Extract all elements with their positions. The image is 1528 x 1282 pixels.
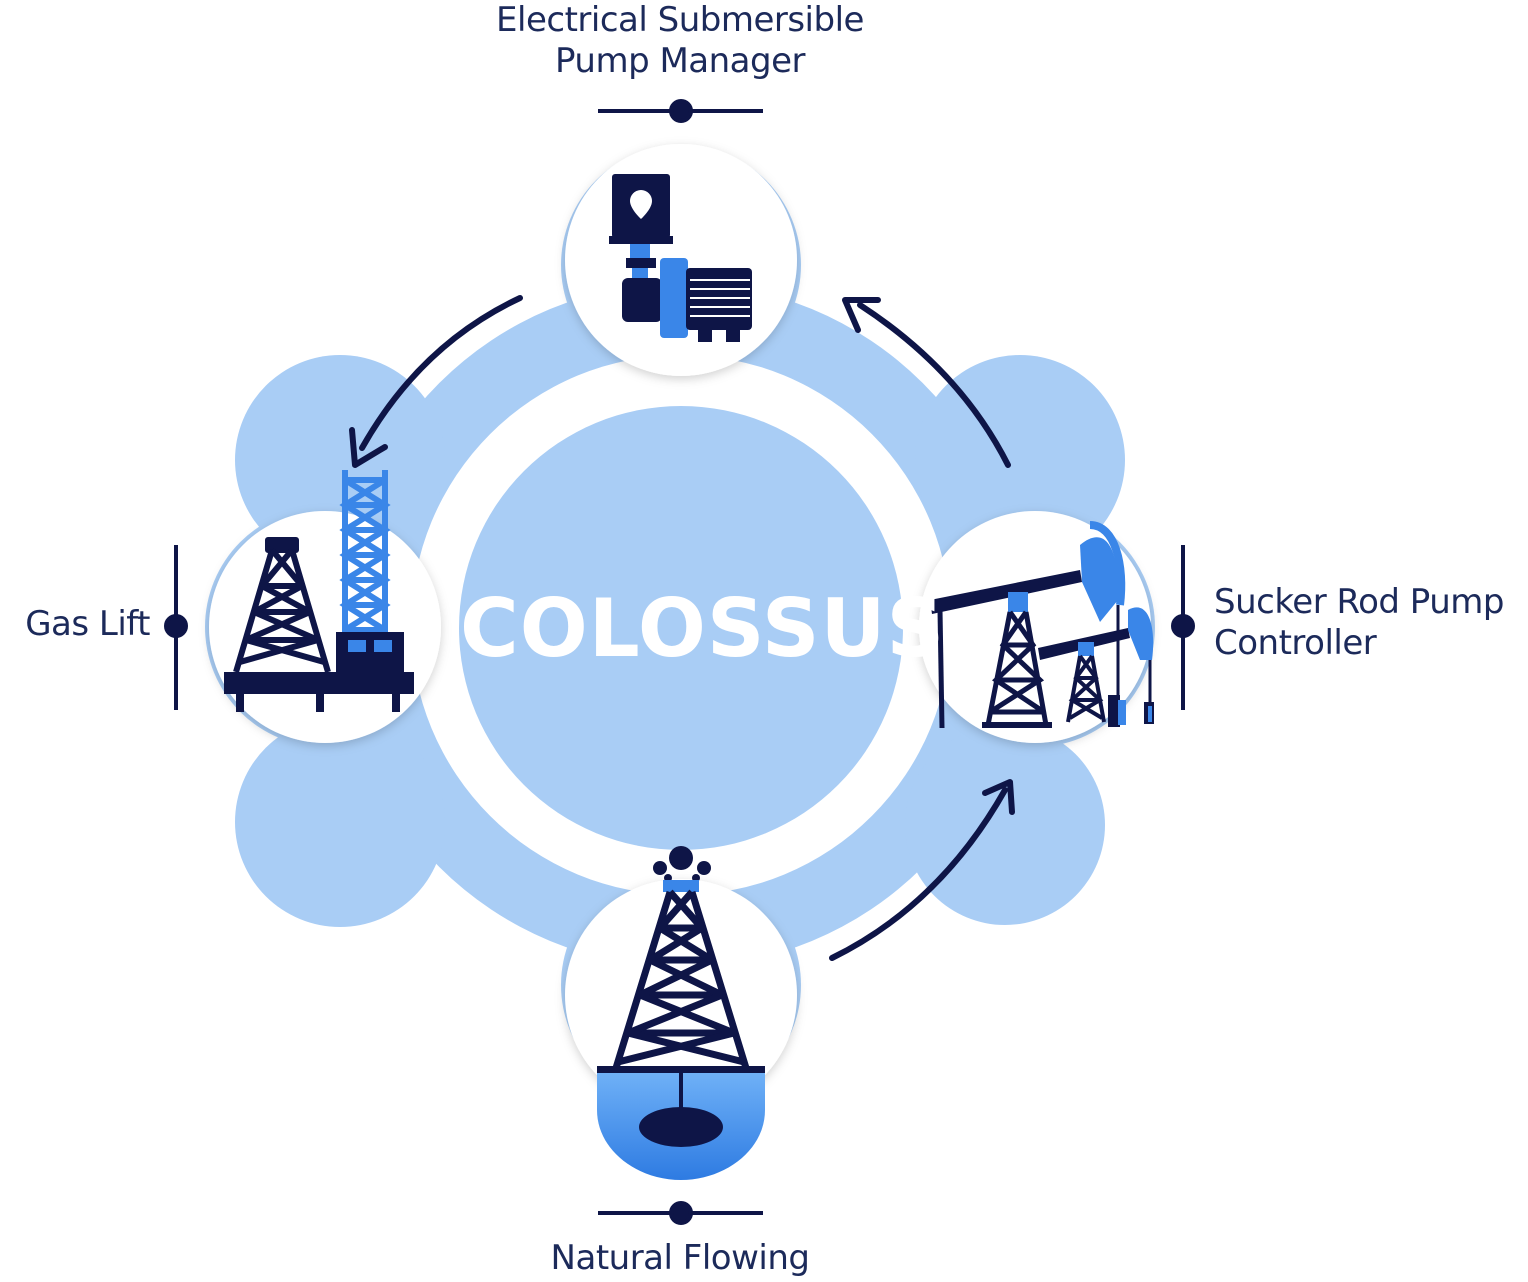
arrow-right-to-top: [857, 302, 1011, 468]
arrow-left-head: [349, 427, 388, 468]
connector-bottom: [598, 1201, 763, 1225]
arrow-bottom-to-right: [829, 787, 1008, 961]
cycle-arrows: [349, 295, 1015, 961]
label-top-line1: Electrical Submersible: [496, 0, 864, 40]
connector-top: [598, 99, 763, 123]
label-right-line2: Controller: [1214, 623, 1377, 664]
connector-left: [164, 545, 188, 710]
arrow-top-to-left: [359, 295, 523, 451]
label-electrical-submersible-pump-manager: Electrical Submersible Pump Manager: [480, 0, 880, 83]
label-sucker-rod-pump-controller: Sucker Rod Pump Controller: [1214, 582, 1524, 665]
pump-jack-icon: [930, 521, 1154, 729]
label-natural-flowing: Natural Flowing: [550, 1238, 810, 1278]
derrick-reservoir-icon: [597, 846, 765, 1180]
center-title: COLOSSUS: [460, 582, 946, 675]
label-top-line2: Pump Manager: [555, 41, 806, 82]
label-right-line1: Sucker Rod Pump: [1214, 582, 1504, 622]
label-gas-lift: Gas Lift: [25, 604, 150, 644]
arrow-right-head: [982, 779, 1015, 815]
arrow-top-head: [842, 297, 881, 333]
connector-right: [1171, 545, 1195, 710]
gas-lift-icon: [224, 470, 414, 712]
center-core: [459, 406, 903, 850]
pump-icon: [609, 174, 752, 342]
